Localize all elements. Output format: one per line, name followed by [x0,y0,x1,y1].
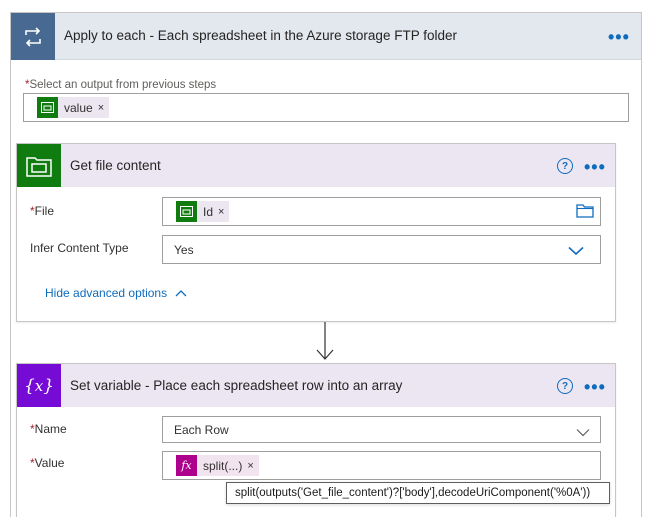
split-token-remove-button[interactable]: × [247,459,254,472]
set-variable-title: Set variable - Place each spreadsheet ro… [70,378,403,393]
hide-advanced-options-label: Hide advanced options [45,286,168,300]
get-file-content-header[interactable]: Get file content ? ••• [17,144,615,187]
get-file-content-menu-button[interactable]: ••• [584,157,606,177]
id-token-remove-button[interactable]: × [218,205,225,218]
get-file-content-card: Get file content ? ••• *File Id × Infer … [16,143,616,322]
infer-content-type-label: Infer Content Type [30,241,129,255]
id-token-label: Id [203,204,214,219]
split-expression-token[interactable]: fx split(...) × [176,455,259,476]
select-output-label: *Select an output from previous steps [25,79,217,91]
apply-to-each-header[interactable]: Apply to each - Each spreadsheet in the … [11,13,641,60]
name-dropdown[interactable]: Each Row [162,416,601,443]
apply-to-each-title: Apply to each - Each spreadsheet in the … [64,28,457,43]
set-variable-menu-button[interactable]: ••• [584,377,606,397]
split-token-label: split(...) [203,458,243,473]
id-token[interactable]: Id × [176,201,230,222]
hide-advanced-options-link[interactable]: Hide advanced options [45,286,187,300]
connector-arrow-icon [315,322,335,365]
name-label: *Name [30,422,67,436]
help-icon[interactable]: ? [557,378,573,394]
chevron-down-icon [576,426,590,440]
ftp-folder-icon [176,201,197,222]
file-field[interactable]: Id × [162,197,601,226]
value-field[interactable]: fx split(...) × [162,451,601,480]
name-value: Each Row [174,423,229,437]
ftp-folder-icon [17,144,61,187]
set-variable-header[interactable]: {x} Set variable - Place each spreadshee… [17,364,615,407]
infer-content-type-dropdown[interactable]: Yes [162,235,601,264]
value-token-label: value [64,100,93,115]
ftp-folder-icon [37,97,58,118]
value-token[interactable]: value × [37,97,110,118]
apply-to-each-menu-button[interactable]: ••• [608,27,630,47]
chevron-up-icon [175,290,187,297]
expression-tooltip: split(outputs('Get_file_content')?['body… [226,482,610,504]
value-label: *Value [30,456,65,470]
fx-icon: fx [176,455,197,476]
value-token-remove-button[interactable]: × [97,101,105,114]
file-label: *File [30,204,55,218]
help-icon[interactable]: ? [557,158,573,174]
variable-icon: {x} [17,364,61,407]
loop-icon [11,13,55,60]
folder-icon[interactable] [576,204,594,221]
select-output-field[interactable]: value × [23,93,629,122]
get-file-content-title: Get file content [70,158,161,173]
infer-content-type-value: Yes [174,243,194,257]
chevron-down-icon [568,245,584,259]
